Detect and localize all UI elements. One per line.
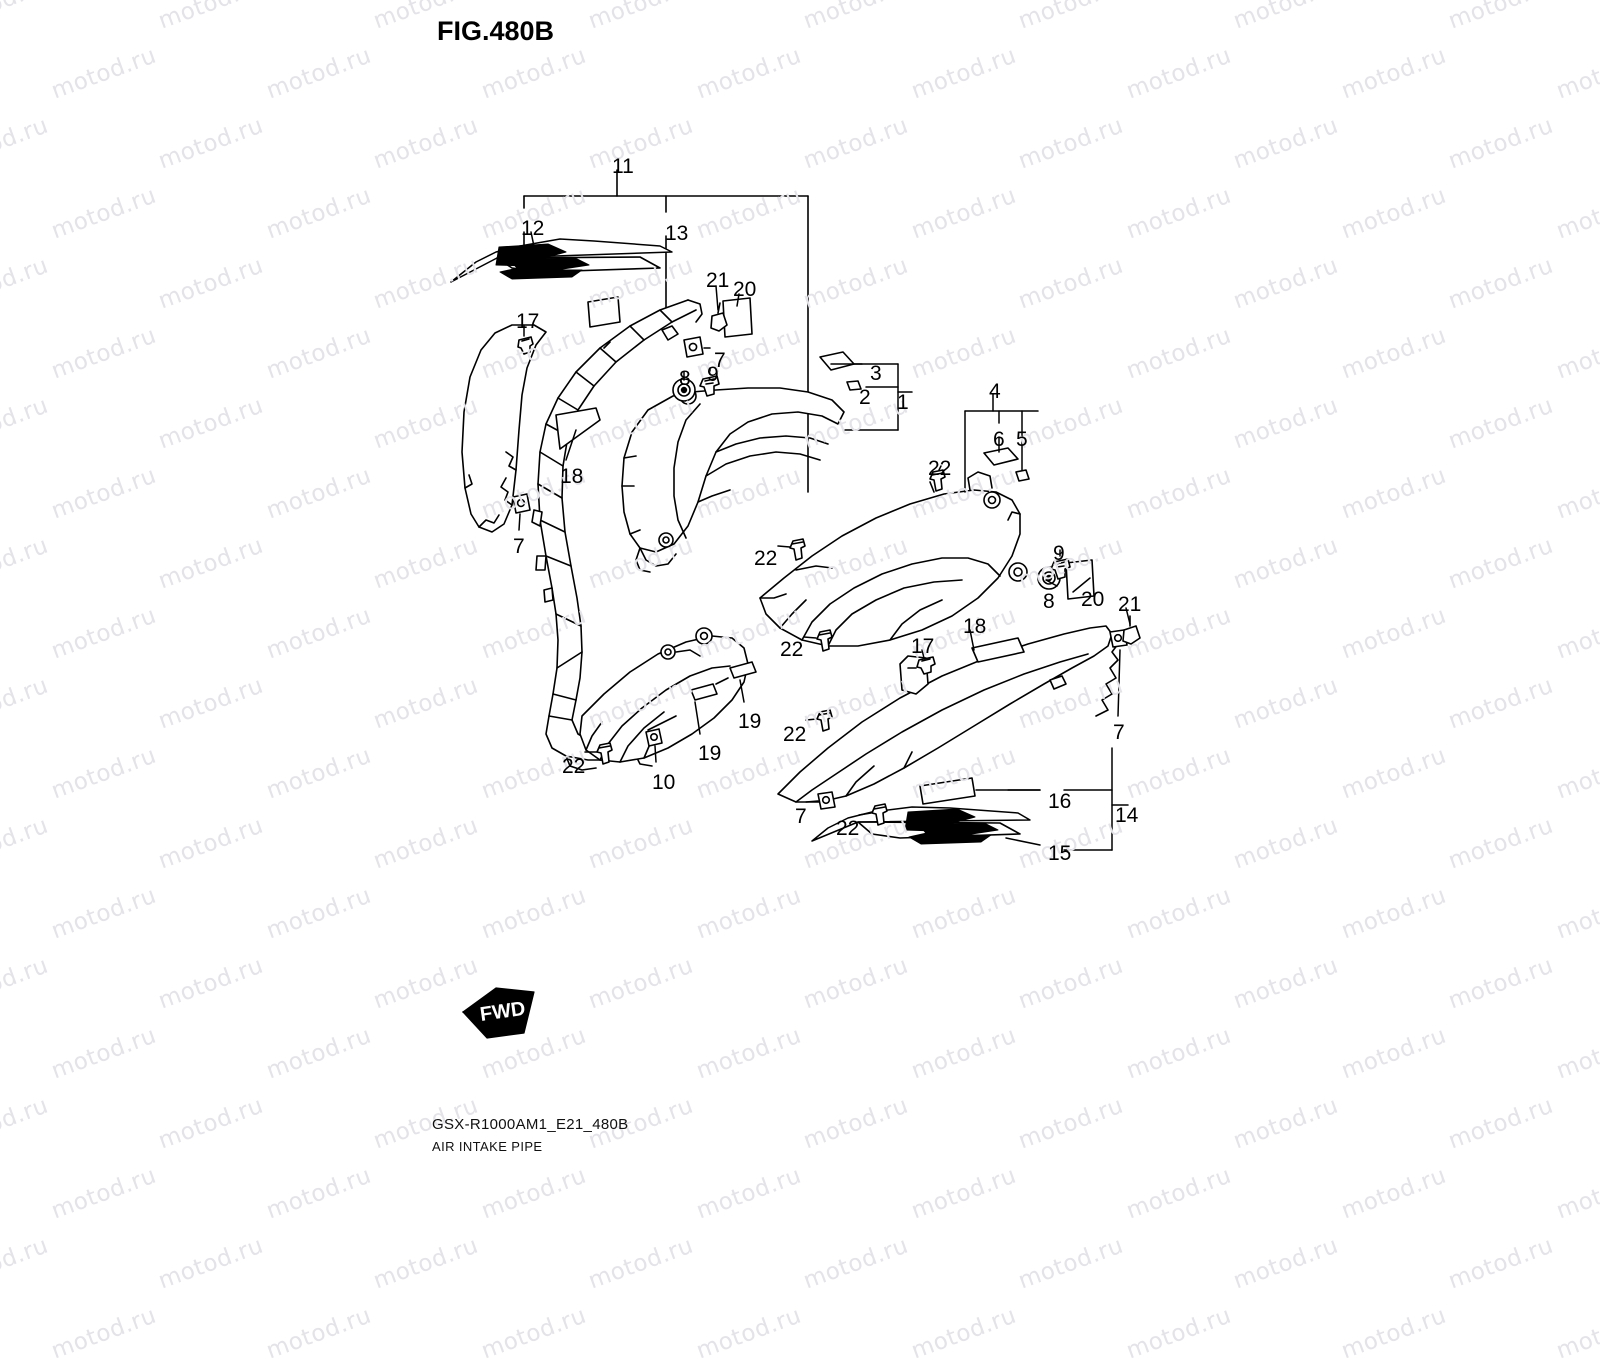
diagram-caption: GSX-R1000AM1_E21_480B AIR INTAKE PIPE xyxy=(432,1116,628,1154)
callout-number-19: 19 xyxy=(738,711,761,732)
callout-number-16: 16 xyxy=(1048,791,1071,812)
callout-number-8: 8 xyxy=(1043,591,1055,612)
callout-number-18: 18 xyxy=(560,466,583,487)
watermark-text: motod.ru xyxy=(1230,1233,1342,1295)
figure-title: FIG.480B xyxy=(437,16,554,47)
watermark-text: motod.ru xyxy=(693,1303,805,1364)
watermark-text: motod.ru xyxy=(155,1233,267,1295)
callout-number-9: 9 xyxy=(1053,543,1065,564)
callout-number-18: 18 xyxy=(963,616,986,637)
callout-number-7: 7 xyxy=(513,536,525,557)
callout-number-21: 21 xyxy=(706,270,729,291)
callout-number-22: 22 xyxy=(754,548,777,569)
watermark-text: motod.ru xyxy=(48,1303,160,1364)
watermark-text: motod.ru xyxy=(800,1233,912,1295)
callout-number-6: 6 xyxy=(993,429,1005,450)
callout-number-17: 17 xyxy=(911,636,934,657)
caption-name: AIR INTAKE PIPE xyxy=(432,1139,628,1154)
callout-number-13: 13 xyxy=(665,223,688,244)
callout-number-22: 22 xyxy=(780,639,803,660)
watermark-text: motod.ru xyxy=(370,1233,482,1295)
callout-number-4: 4 xyxy=(989,381,1001,402)
callout-number-12: 12 xyxy=(521,218,544,239)
callout-number-20: 20 xyxy=(733,279,756,300)
watermark-text: motod.ru xyxy=(908,1303,1020,1364)
watermark-text: motod.ru xyxy=(0,1233,52,1295)
watermark-text: motod.ru xyxy=(478,1303,590,1364)
callout-number-9: 9 xyxy=(707,364,719,385)
callout-number-21: 21 xyxy=(1118,594,1141,615)
callout-number-14: 14 xyxy=(1115,805,1138,826)
callout-number-5: 5 xyxy=(1016,429,1028,450)
callout-number-19: 19 xyxy=(698,743,721,764)
watermark-text: motod.ru xyxy=(1015,1233,1127,1295)
callout-number-3: 3 xyxy=(870,363,882,384)
watermark-text: motod.ru xyxy=(1338,1303,1450,1364)
watermark-text: motod.ru xyxy=(1553,1303,1600,1364)
callout-number-17: 17 xyxy=(516,311,539,332)
watermark-text: motod.ru xyxy=(1445,1233,1557,1295)
callout-number-1: 1 xyxy=(897,392,909,413)
callout-number-2: 2 xyxy=(859,387,871,408)
callout-number-22: 22 xyxy=(783,724,806,745)
callout-number-10: 10 xyxy=(652,772,675,793)
watermark-text: motod.ru xyxy=(1123,1303,1235,1364)
callout-number-7: 7 xyxy=(1113,722,1125,743)
callout-number-8: 8 xyxy=(679,368,691,389)
watermark-text: motod.ru xyxy=(263,1303,375,1364)
callout-number-22: 22 xyxy=(562,756,585,777)
callout-number-15: 15 xyxy=(1048,843,1071,864)
caption-code: GSX-R1000AM1_E21_480B xyxy=(432,1116,628,1133)
callout-number-11: 11 xyxy=(612,156,634,177)
watermark-text: motod.ru xyxy=(585,1233,697,1295)
callout-number-7: 7 xyxy=(795,806,807,827)
callout-number-22: 22 xyxy=(928,458,951,479)
callout-number-22: 22 xyxy=(836,818,859,839)
callout-number-20: 20 xyxy=(1081,589,1104,610)
